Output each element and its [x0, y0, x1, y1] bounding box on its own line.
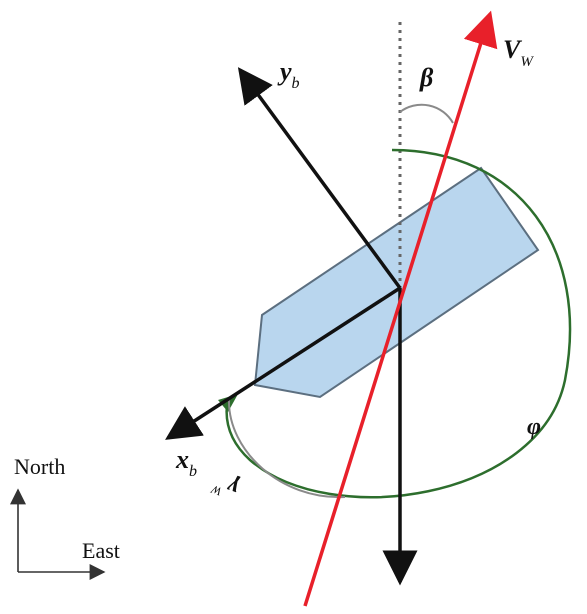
gamma-w-angle-arc — [227, 399, 346, 499]
yb-axis-arrow — [237, 67, 402, 290]
label-yb: yb — [277, 57, 300, 92]
compass-east-label: East — [82, 538, 120, 563]
compass-north-label: North — [14, 454, 65, 479]
svg-text:γ: γ — [224, 473, 242, 501]
xb-axis-arrow — [165, 286, 401, 440]
phi-arc-arrowhead — [218, 394, 238, 412]
phi-angle-arc — [225, 148, 572, 499]
label-phi: φ — [527, 414, 541, 440]
label-xb: xb — [175, 445, 197, 480]
wind-vector-arrow — [303, 10, 498, 607]
beta-angle-arc — [399, 103, 454, 124]
svg-text:W: W — [209, 482, 224, 499]
label-gamma-w: γ W — [209, 473, 242, 501]
label-beta: β — [419, 63, 434, 92]
label-vw: VW — [503, 35, 534, 70]
